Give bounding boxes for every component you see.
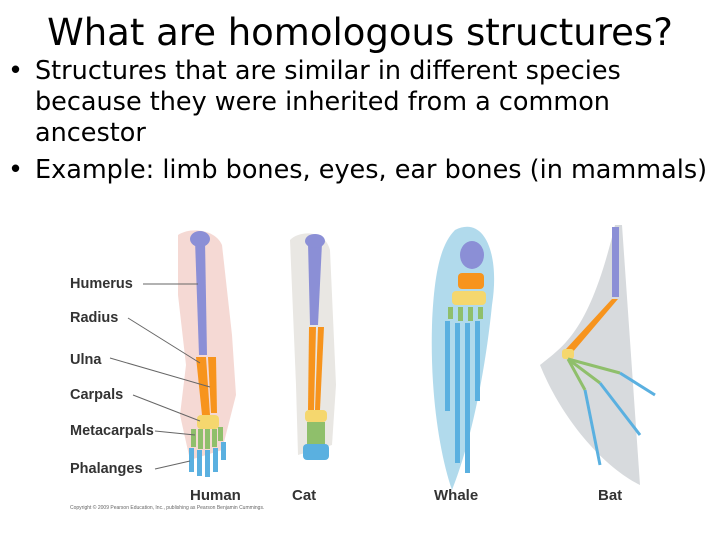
phalanges-label: Phalanges (70, 461, 143, 477)
radius-label: Radius (70, 310, 119, 326)
whale-flipper-illustration (431, 226, 495, 490)
copyright-notice: Copyright © 2009 Pearson Education, Inc.… (70, 505, 265, 511)
bullet-item: • Example: limb bones, eyes, ear bones (… (8, 155, 720, 186)
bullet-item: • Structures that are similar in differe… (8, 56, 720, 149)
slide-title: What are homologous structures? (47, 11, 673, 54)
metacarpals-label: Metacarpals (70, 423, 154, 439)
bullet-text: Example: limb bones, eyes, ear bones (in… (35, 155, 708, 185)
bullet-list: • Structures that are similar in differe… (8, 56, 720, 186)
species-label-cat: Cat (292, 487, 317, 504)
humerus-label: Humerus (70, 276, 133, 292)
cat-limb-illustration (290, 233, 336, 460)
human-arm-illustration (178, 230, 236, 477)
carpals-label: Carpals (70, 387, 124, 403)
species-label-bat: Bat (598, 487, 623, 504)
ulna-label: Ulna (70, 352, 102, 368)
bat-wing-illustration (540, 225, 656, 485)
species-label-whale: Whale (434, 487, 479, 504)
bullet-icon: • (8, 56, 24, 86)
bullet-text: Structures that are similar in different… (35, 56, 621, 148)
homologous-limbs-figure: Humerus Radius Ulna Carpals Metacarpals … (0, 215, 720, 540)
limbs-illustration (109, 225, 656, 490)
bullet-icon: • (8, 155, 24, 185)
species-label-human: Human (190, 487, 241, 504)
